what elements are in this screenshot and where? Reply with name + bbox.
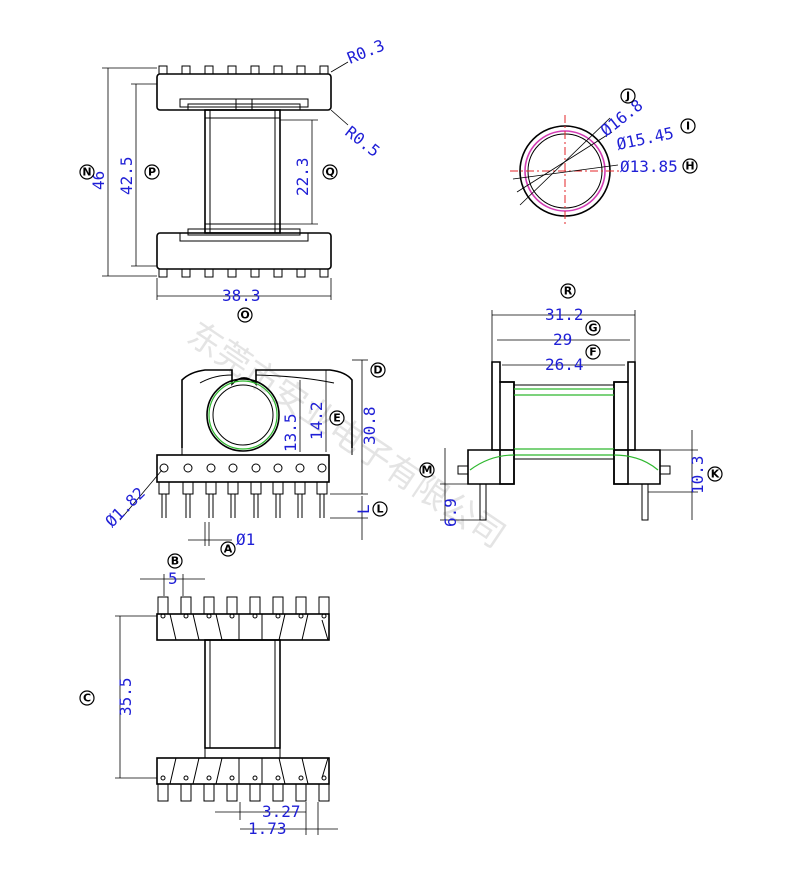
bottom-view-bottom-pins bbox=[157, 757, 330, 802]
dim-13-5: 13.5 bbox=[281, 413, 300, 452]
tag-F: F bbox=[585, 344, 601, 360]
tag-I: I bbox=[680, 118, 696, 134]
front-flange-body bbox=[181, 369, 353, 448]
bottom-view-tube bbox=[204, 639, 281, 749]
tag-G: G bbox=[585, 320, 601, 336]
front-pin-base bbox=[156, 454, 330, 483]
tag-B: B bbox=[167, 553, 183, 569]
dim-26-4: 26.4 bbox=[545, 355, 584, 374]
dim-1: Ø1 bbox=[236, 530, 255, 549]
svg-text:D: D bbox=[373, 364, 382, 377]
top-pins bbox=[158, 65, 329, 75]
svg-text:Q: Q bbox=[325, 166, 334, 179]
bottom-view-bottom-flange bbox=[156, 757, 330, 785]
svg-text:I: I bbox=[686, 120, 690, 133]
tag-P: P bbox=[144, 164, 160, 180]
bottom-view-top-pins bbox=[157, 596, 330, 641]
dim-31-2: 31.2 bbox=[545, 305, 584, 324]
top-flange bbox=[156, 73, 332, 111]
tag-M: M bbox=[419, 462, 435, 478]
dim-13-85: Ø13.85 bbox=[620, 157, 678, 176]
front-pins bbox=[158, 463, 328, 518]
svg-text:P: P bbox=[148, 166, 156, 179]
tube bbox=[204, 109, 281, 234]
tag-J: J bbox=[620, 88, 636, 104]
bottom-pins bbox=[158, 268, 329, 278]
svg-text:F: F bbox=[589, 346, 597, 359]
front-bore-outer bbox=[206, 378, 280, 452]
bottom-view: 5 B bbox=[79, 553, 338, 838]
tag-C: C bbox=[79, 690, 95, 706]
svg-text:M: M bbox=[422, 464, 433, 477]
tag-L: L bbox=[372, 501, 388, 517]
tag-N: N bbox=[79, 164, 95, 180]
tag-Q: Q bbox=[322, 164, 338, 180]
svg-text:O: O bbox=[240, 309, 249, 322]
dim-3-27: 3.27 bbox=[262, 802, 301, 821]
svg-text:L: L bbox=[376, 503, 383, 516]
dim-r03: R0.3 bbox=[344, 36, 387, 68]
svg-text:C: C bbox=[83, 692, 91, 705]
svg-text:H: H bbox=[685, 160, 694, 173]
svg-text:N: N bbox=[82, 166, 91, 179]
dim-6-9: 6.9 bbox=[441, 498, 460, 527]
tag-D: D bbox=[370, 362, 386, 378]
bottom-flange bbox=[156, 232, 332, 270]
dim-30-8: 30.8 bbox=[360, 406, 379, 445]
dim-22-3: 22.3 bbox=[293, 157, 312, 196]
svg-text:J: J bbox=[625, 90, 630, 103]
tag-A: A bbox=[220, 541, 236, 557]
svg-text:R: R bbox=[564, 285, 573, 298]
side-view: R0.3 R0.5 46 N 42.5 P 22.3 Q 38.3 O bbox=[79, 36, 387, 323]
svg-text:E: E bbox=[333, 412, 341, 425]
dim-29: 29 bbox=[553, 330, 572, 349]
dim-5: 5 bbox=[168, 569, 178, 588]
svg-text:B: B bbox=[171, 555, 179, 568]
dim-14-2: 14.2 bbox=[307, 401, 326, 440]
dim-46: 46 bbox=[89, 171, 108, 190]
dim-1-73: 1.73 bbox=[248, 819, 287, 838]
front-bore-green bbox=[208, 380, 278, 450]
tag-H: H bbox=[682, 158, 698, 174]
dim-r05: R0.5 bbox=[342, 122, 384, 161]
dim-1-82: Ø1.82 bbox=[101, 483, 148, 530]
tag-R: R bbox=[560, 283, 576, 299]
tube-section-view: Ø16.8 J Ø15.45 I Ø13.85 H bbox=[510, 88, 698, 225]
svg-text:A: A bbox=[224, 543, 233, 556]
svg-text:G: G bbox=[588, 322, 597, 335]
tag-E: E bbox=[329, 410, 345, 426]
dim-38-3: 38.3 bbox=[222, 286, 261, 305]
tag-K: K bbox=[707, 466, 723, 482]
side-section-view: 31.2 R 29 G 26.4 F 10.3 bbox=[419, 283, 723, 527]
dim-L: L bbox=[354, 504, 373, 514]
svg-text:K: K bbox=[711, 468, 720, 481]
dim-10-3: 10.3 bbox=[688, 455, 707, 494]
dim-35-5: 35.5 bbox=[116, 677, 135, 716]
dim-42-5: 42.5 bbox=[117, 156, 136, 195]
tag-O: O bbox=[237, 307, 253, 323]
